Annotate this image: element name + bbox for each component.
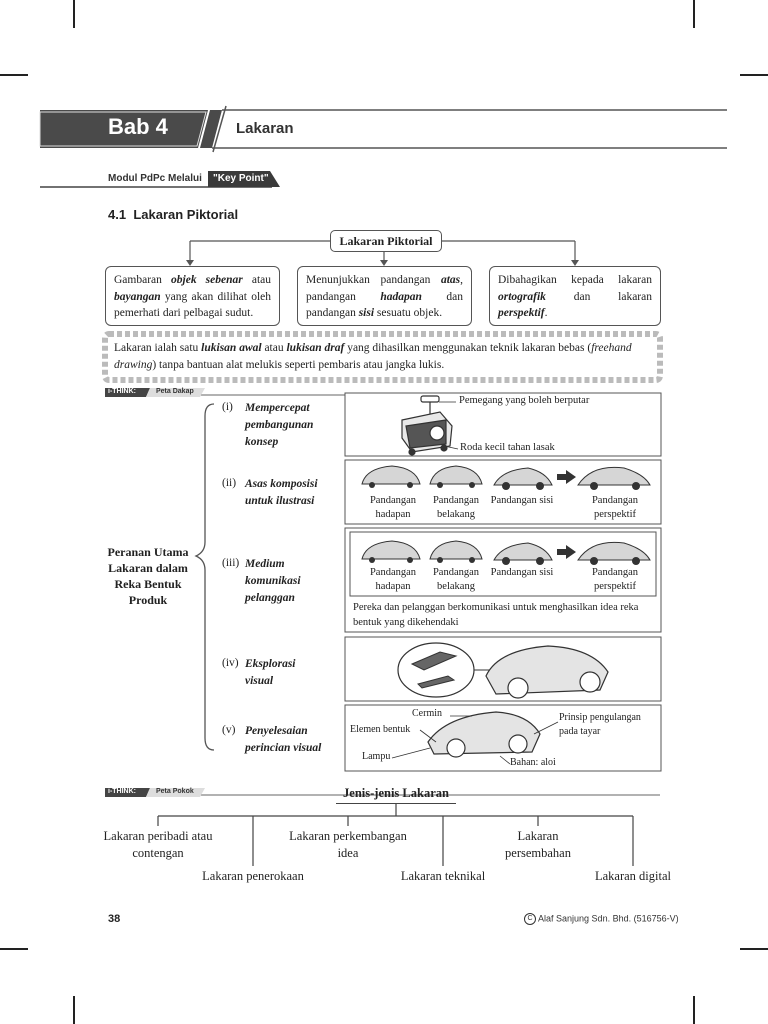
- view-caption: Pandangan hadapan: [369, 495, 417, 520]
- section-title: Lakaran Piktorial: [133, 207, 239, 222]
- role-label: Eksplorasi visual: [245, 658, 296, 687]
- view-caption: Pandangan perspektif: [591, 567, 639, 592]
- role-number: (iii): [222, 557, 240, 569]
- label-elemen: Elemen bentuk: [350, 724, 411, 735]
- role-label: Mempercepat pembangunan konsep: [245, 402, 314, 448]
- roles-center: Peranan Utama Lakaran dalam Reka Bentuk …: [107, 545, 189, 607]
- ithink-brand: i-THINK:: [108, 788, 136, 795]
- label-prinsip: Prinsip pengulangan pada tayar: [559, 712, 641, 737]
- copyright-icon: C: [524, 913, 536, 925]
- type-item: Lakaran penerokaan: [202, 869, 304, 883]
- type-item: Lakaran peribadi atau contengan: [103, 829, 213, 860]
- pictorial-box-2: Menunjukkan pandangan atas, pandangan ha…: [297, 266, 472, 326]
- page-number: 38: [108, 913, 121, 925]
- view-caption: Pandangan perspektif: [591, 495, 639, 520]
- panel1-bottom-label: Roda kecil tahan lasak: [460, 442, 555, 453]
- role-number: (v): [222, 724, 236, 736]
- label-cermin: Cermin: [412, 708, 442, 719]
- copyright: C Alaf Sanjung Sdn. Bhd. (516756-V): [524, 913, 679, 925]
- label-bahan: Bahan: aloi: [510, 757, 556, 768]
- section-heading: 4.1 Lakaran Piktorial: [108, 207, 238, 222]
- role-number: (ii): [222, 477, 237, 489]
- view-caption: Pandangan belakang: [432, 567, 480, 592]
- label-lampu: Lampu: [362, 751, 391, 762]
- role-label: Medium komunikasi pelanggan: [245, 558, 301, 604]
- type-item: Lakaran persembahan: [505, 829, 571, 860]
- panel1-top-label: Pemegang yang boleh berputar: [459, 395, 590, 406]
- view-caption: Pandangan hadapan: [369, 567, 417, 592]
- ithink-map-label: Peta Pokok: [156, 788, 194, 795]
- types-title: Jenis-jenis Lakaran: [336, 786, 456, 804]
- definition-text: Lakaran ialah satu lukisan awal atau luk…: [114, 342, 632, 371]
- crop-mark: [693, 0, 695, 28]
- chapter-label: Bab 4: [108, 114, 168, 139]
- role-number: (iv): [222, 657, 239, 669]
- section-number: 4.1: [108, 207, 127, 222]
- pictorial-box-1: Gambaran objek sebenar atau bayangan yan…: [105, 266, 280, 326]
- role-label: Asas komposisi untuk ilustrasi: [245, 478, 318, 507]
- crop-mark: [73, 996, 75, 1024]
- crop-mark: [693, 996, 695, 1024]
- module-label: Modul PdPc Melalui: [108, 173, 202, 184]
- crop-mark: [73, 0, 75, 28]
- chapter-title: Lakaran: [236, 120, 294, 137]
- ithink-brand: i-THINK:: [108, 388, 136, 395]
- crop-mark: [740, 948, 768, 950]
- role-number: (i): [222, 401, 233, 413]
- panel3-caption: Pereka dan pelanggan berkomunikasi untuk…: [353, 602, 639, 628]
- crop-mark: [0, 948, 28, 950]
- view-caption: Pandangan sisi: [490, 567, 554, 578]
- crop-mark: [740, 74, 768, 76]
- role-label: Penyelesaian perincian visual: [245, 725, 322, 754]
- module-tag: "Key Point": [213, 173, 269, 184]
- view-caption: Pandangan belakang: [432, 495, 480, 520]
- view-caption: Pandangan sisi: [490, 495, 554, 506]
- type-item: Lakaran teknikal: [400, 869, 486, 883]
- pictorial-root: Lakaran Piktorial: [330, 230, 442, 252]
- ithink-map-label: Peta Dakap: [156, 388, 194, 395]
- crop-mark: [0, 74, 28, 76]
- type-item: Lakaran perkembangan idea: [289, 829, 407, 860]
- pictorial-box-3: Dibahagikan kepada lakaran ortografik da…: [489, 266, 661, 326]
- type-item: Lakaran digital: [594, 869, 671, 883]
